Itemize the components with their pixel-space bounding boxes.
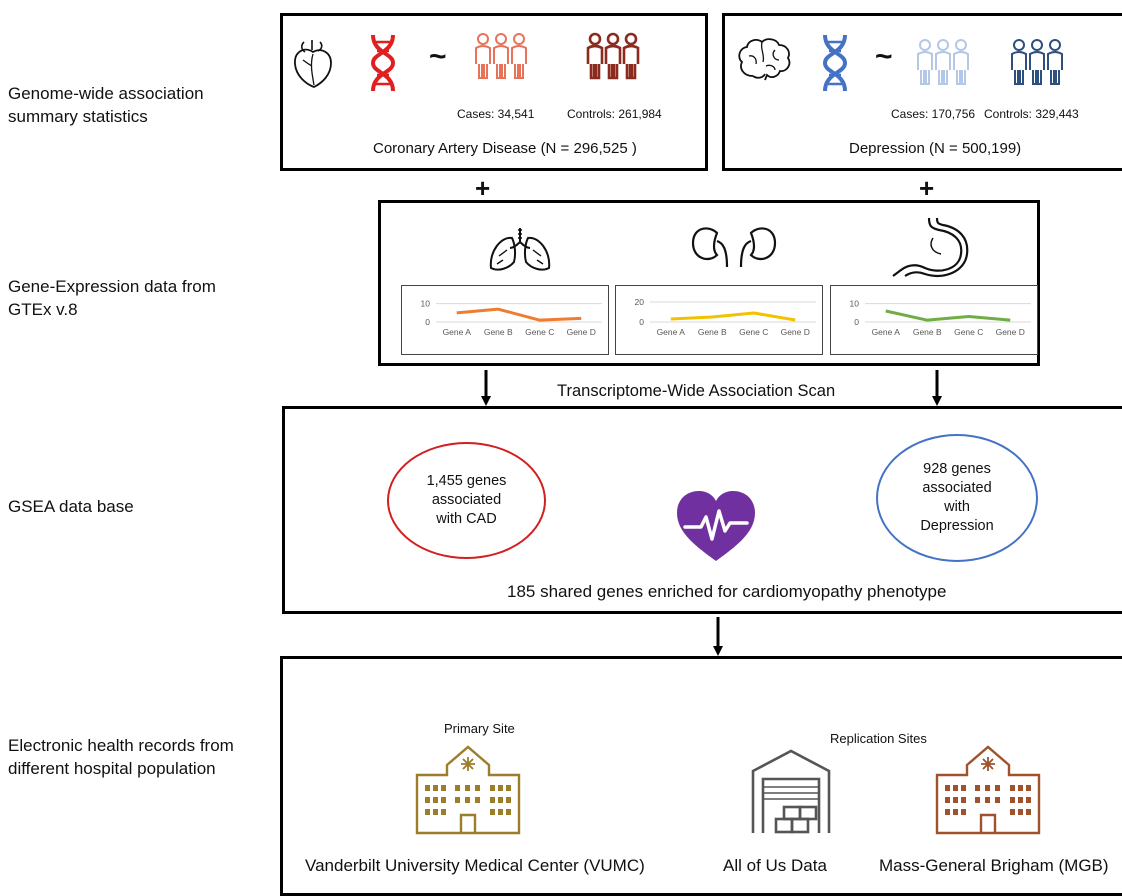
depression-cases-people-icon	[915, 38, 971, 93]
depression-controls-people-icon	[1009, 38, 1065, 93]
cad-title: Coronary Artery Disease (N = 296,525 )	[373, 140, 637, 157]
depression-genes-ellipse: 928 genes associated with Depression	[876, 434, 1038, 562]
x-tick-label: Gene A	[657, 327, 686, 337]
lungs-icon	[485, 226, 555, 276]
series-line	[457, 309, 582, 320]
people-group-icon	[1009, 38, 1065, 88]
y-tick-label: 10	[850, 299, 860, 309]
x-tick-label: Gene A	[872, 327, 901, 337]
kidneys-icon	[689, 223, 779, 269]
x-tick-label: Gene B	[913, 327, 942, 337]
ehr-box: Primary Site Replication Sites	[280, 656, 1122, 896]
row-label-gwas: Genome-wide association summary statisti…	[8, 82, 204, 128]
primary-site-label: Primary Site	[444, 721, 515, 736]
x-tick-label: Gene B	[698, 327, 727, 337]
cad-genes-text: 1,455 genes associated with CAD	[427, 472, 507, 529]
depression-genes-text: 928 genes associated with Depression	[920, 460, 993, 536]
row-label-gsea: GSEA data base	[8, 495, 134, 518]
vumc-label: Vanderbilt University Medical Center (VU…	[305, 856, 645, 876]
series-line	[671, 313, 796, 320]
people-group-icon	[915, 38, 971, 88]
y-tick-label: 0	[639, 317, 644, 327]
shared-genes-text: 185 shared genes enriched for cardiomyop…	[507, 582, 946, 602]
plus-right: +	[919, 175, 934, 201]
depression-controls-count: Controls: 329,443	[984, 107, 1079, 121]
depression-cases-count: Cases: 170,756	[891, 107, 975, 121]
stomach-icon	[889, 216, 971, 278]
tilde-cad: ~	[429, 40, 447, 74]
cad-controls-people-icon	[585, 32, 641, 87]
anatomical-heart-icon	[290, 38, 336, 90]
series-line	[886, 311, 1011, 320]
y-tick-label: 0	[425, 317, 430, 327]
cad-genes-ellipse: 1,455 genes associated with CAD	[387, 442, 546, 559]
mgb-label: Mass-General Brigham (MGB)	[879, 856, 1109, 876]
cad-controls-count: Controls: 261,984	[567, 107, 662, 121]
gsea-box: 1,455 genes associated with CAD 928 gene…	[282, 406, 1122, 614]
y-tick-label: 10	[421, 299, 431, 309]
replication-sites-label: Replication Sites	[830, 731, 927, 746]
y-tick-label: 20	[635, 297, 645, 307]
warehouse-icon	[750, 749, 832, 835]
x-tick-label: Gene B	[484, 327, 513, 337]
cad-cases-count: Cases: 34,541	[457, 107, 534, 121]
all-of-us-label: All of Us Data	[723, 856, 827, 876]
x-tick-label: Gene C	[954, 327, 983, 337]
x-tick-label: Gene C	[525, 327, 554, 337]
hospital-icon-mgb	[933, 745, 1043, 837]
depression-title: Depression (N = 500,199)	[849, 140, 1021, 157]
depression-gwas-box: ~ Cases: 170,756 Controls: 329,443 Depre…	[722, 13, 1122, 171]
x-tick-label: Gene D	[781, 327, 810, 337]
dna-helix-icon	[368, 33, 398, 93]
row-label-ehr: Electronic health records from different…	[8, 734, 234, 780]
cad-gwas-box: ~ Cases: 34,541 Controls: 261,984 Corona…	[280, 13, 708, 171]
x-tick-label: Gene A	[443, 327, 472, 337]
x-tick-label: Gene D	[996, 327, 1025, 337]
hospital-icon	[413, 745, 523, 837]
y-tick-label: 0	[854, 317, 859, 327]
plus-left: +	[475, 175, 490, 201]
people-group-icon	[585, 32, 641, 82]
x-tick-label: Gene C	[739, 327, 768, 337]
tilde-depression: ~	[875, 40, 893, 74]
row-label-expression: Gene-Expression data from GTEx v.8	[8, 275, 216, 321]
x-tick-label: Gene D	[567, 327, 596, 337]
brain-icon	[735, 36, 793, 82]
heartbeat-icon	[675, 489, 757, 563]
cad-cases-people-icon	[473, 32, 529, 87]
scan-label: Transcriptome-Wide Association Scan	[557, 382, 835, 401]
people-group-icon	[473, 32, 529, 82]
dna-helix-icon	[820, 33, 850, 93]
